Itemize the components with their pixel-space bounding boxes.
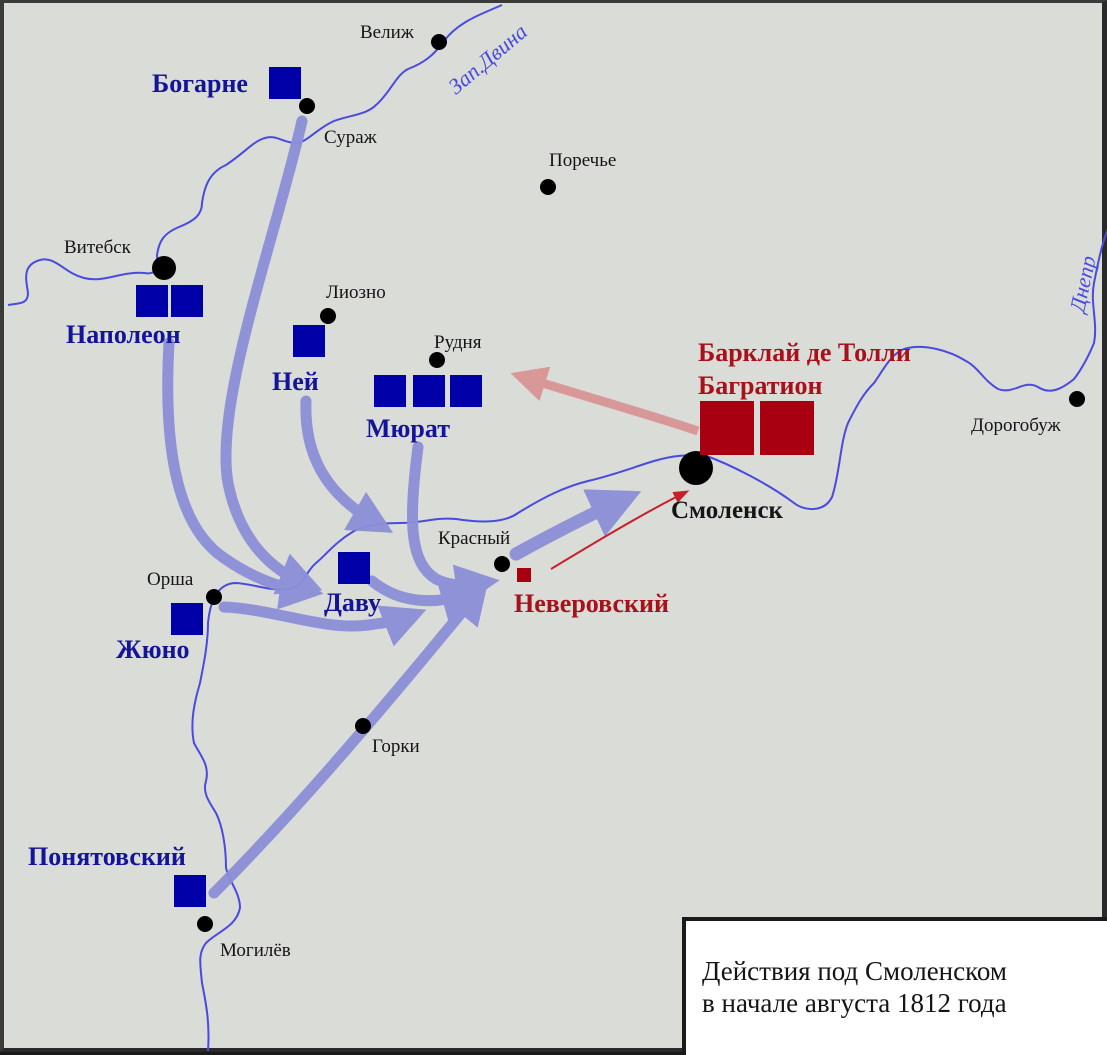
town-label: Смоленск: [671, 497, 784, 524]
corps-square-icon: [374, 375, 406, 407]
corps-square-icon: [174, 875, 206, 907]
town-marker: [431, 34, 447, 50]
town-marker: [540, 179, 556, 195]
route-napoleon: [162, 337, 324, 610]
map-title-box: Действия под Смоленском в начале августа…: [682, 917, 1107, 1055]
french-routes: [162, 115, 642, 899]
river-label-zap-dvina: Зап.Двина: [443, 19, 532, 99]
route-murat: [406, 441, 500, 609]
corps-label: Наполеон: [66, 320, 181, 349]
town-label: Велиж: [360, 22, 415, 43]
rivers: [7, 4, 1107, 1052]
town-marker: [355, 718, 371, 734]
route-krasny-smolensk: [509, 489, 642, 561]
town-marker: [152, 256, 176, 280]
town-label: Рудня: [434, 332, 482, 353]
route-bogarne: [220, 115, 323, 595]
corps-square-icon: [760, 401, 814, 455]
town-marker: [197, 916, 213, 932]
town-marker: [206, 589, 222, 605]
route-ney: [300, 395, 394, 533]
river-label-dnepr: Днепр: [1064, 253, 1101, 316]
town-marker: [679, 451, 713, 485]
town-marker: [494, 556, 510, 572]
town-label: Сураж: [324, 127, 378, 148]
town-label: Горки: [372, 736, 420, 757]
corps-label: Багратион: [698, 371, 823, 400]
corps-square-icon: [136, 285, 168, 317]
corps-square-icon: [700, 401, 754, 455]
corps-square-icon: [517, 568, 531, 582]
corps-layer: БогарнеНаполеонНейМюратДавуЖюноПонятовск…: [28, 67, 911, 907]
route-jun: [218, 601, 427, 647]
town-label: Красный: [438, 528, 510, 549]
corps-label: Даву: [324, 588, 381, 617]
route-poniatowski: [208, 579, 489, 899]
corps-square-icon: [171, 603, 203, 635]
town-label: Могилёв: [220, 940, 291, 961]
route-neverovsky: [550, 490, 690, 570]
town-label: Лиозно: [326, 282, 386, 303]
corps-label: Ней: [272, 367, 319, 396]
town-marker: [1069, 391, 1085, 407]
town-marker: [320, 308, 336, 324]
corps-square-icon: [450, 375, 482, 407]
corps-label: Жюно: [116, 635, 190, 664]
town-label: Дорогобуж: [971, 415, 1061, 436]
town-marker: [429, 352, 445, 368]
town-label: Орша: [147, 569, 194, 590]
corps-label: Мюрат: [366, 414, 450, 443]
corps-label: Неверовский: [514, 589, 669, 618]
river-dnepr: [191, 228, 1107, 1052]
corps-square-icon: [413, 375, 445, 407]
map-title-line-1: Действия под Смоленском: [702, 956, 1007, 986]
corps-square-icon: [293, 325, 325, 357]
town-label: Поречье: [549, 150, 616, 171]
corps-square-icon: [171, 285, 203, 317]
corps-label: Барклай де Толли: [698, 338, 911, 367]
towns-layer: ВелижСуражПоречьеВитебскЛиозноРудняДорог…: [64, 22, 1085, 961]
town-marker: [299, 98, 315, 114]
map-canvas: Зап.Двина Днепр ВелижСуражПоречьеВитебск…: [7, 4, 1107, 1052]
town-label: Витебск: [64, 237, 132, 258]
map-title-line-2: в начале августа 1812 года: [702, 988, 1007, 1018]
corps-label: Богарне: [152, 69, 248, 98]
river-zap-dvina: [7, 4, 503, 306]
corps-square-icon: [338, 552, 370, 584]
route-barclay-retreat: [510, 366, 700, 436]
corps-label: Понятовский: [28, 842, 186, 871]
corps-square-icon: [269, 67, 301, 99]
